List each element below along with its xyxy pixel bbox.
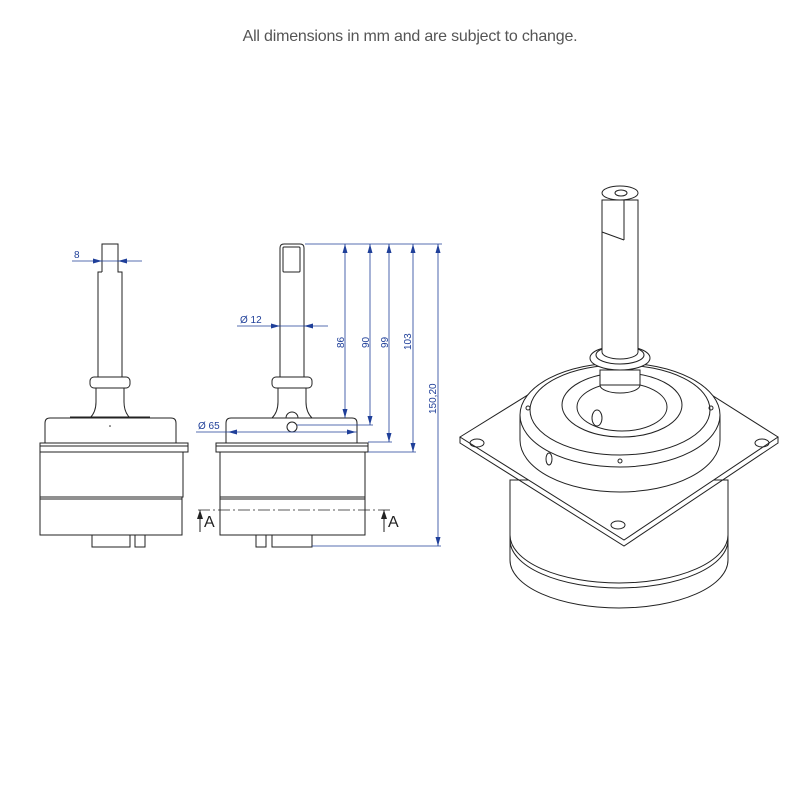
- side-view: [215, 243, 369, 548]
- dim-shaft-diameter: Ø 12: [240, 315, 262, 326]
- dim-99: 99: [380, 336, 391, 348]
- section-label-left: A: [204, 514, 215, 531]
- dim-overall-height: 150,20: [428, 383, 439, 414]
- isometric-view: [459, 185, 779, 609]
- flat-width-dimension: 8: [72, 250, 142, 264]
- section-line-a-a: A A: [197, 509, 399, 532]
- section-label-right: A: [388, 514, 399, 531]
- dimension-lines: Ø 12 Ø 65 86 90 99 103 150,20: [196, 243, 442, 547]
- front-view: [39, 243, 189, 548]
- dim-90: 90: [361, 336, 372, 348]
- dim-103: 103: [403, 333, 414, 350]
- dim-flat-width: 8: [74, 250, 80, 261]
- dim-housing-diameter: Ø 65: [198, 421, 220, 432]
- disclaimer-note: All dimensions in mm and are subject to …: [242, 28, 578, 45]
- dim-86: 86: [336, 336, 347, 348]
